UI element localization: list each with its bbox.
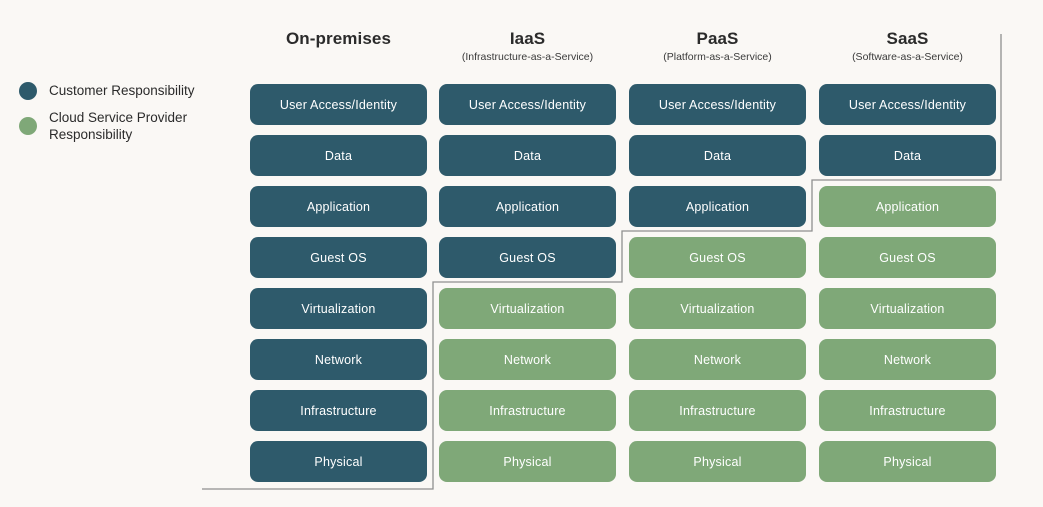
box-user-access-identity: User Access/Identity bbox=[250, 84, 427, 125]
box-virtualization: Virtualization bbox=[629, 288, 806, 329]
box-user-access-identity: User Access/Identity bbox=[819, 84, 996, 125]
column-saas: SaaS (Software-as-a-Service) User Access/I… bbox=[819, 0, 996, 507]
box-infrastructure: Infrastructure bbox=[629, 390, 806, 431]
legend-label-customer: Customer Responsibility bbox=[49, 83, 195, 99]
column-header-saas: SaaS (Software-as-a-Service) bbox=[819, 29, 996, 63]
box-infrastructure: Infrastructure bbox=[250, 390, 427, 431]
box-physical: Physical bbox=[819, 441, 996, 482]
column-iaas: IaaS (Infrastructure-as-a-Service) User Ac… bbox=[439, 0, 616, 507]
box-network: Network bbox=[439, 339, 616, 380]
box-virtualization: Virtualization bbox=[250, 288, 427, 329]
column-title: SaaS bbox=[886, 29, 929, 48]
column-paas: PaaS (Platform-as-a-Service) User Access/I… bbox=[629, 0, 806, 507]
box-data: Data bbox=[629, 135, 806, 176]
box-guest-os: Guest OS bbox=[629, 237, 806, 278]
legend: Customer Responsibility Cloud Service Pr… bbox=[19, 82, 217, 144]
legend-label-provider: Cloud Service Provider Responsibility bbox=[49, 110, 188, 143]
box-network: Network bbox=[250, 339, 427, 380]
box-network: Network bbox=[819, 339, 996, 380]
column-title: On-premises bbox=[285, 29, 392, 48]
column-header-iaas: IaaS (Infrastructure-as-a-Service) bbox=[439, 29, 616, 63]
box-application: Application bbox=[250, 186, 427, 227]
provider-color-dot-icon bbox=[19, 117, 37, 136]
box-data: Data bbox=[250, 135, 427, 176]
box-application: Application bbox=[439, 186, 616, 227]
box-physical: Physical bbox=[439, 441, 616, 482]
customer-color-dot-icon bbox=[19, 82, 37, 100]
box-infrastructure: Infrastructure bbox=[819, 390, 996, 431]
legend-item-provider: Cloud Service Provider Responsibility bbox=[19, 109, 217, 144]
box-application: Application bbox=[629, 186, 806, 227]
box-network: Network bbox=[629, 339, 806, 380]
column-subtitle: (Software-as-a-Service) bbox=[852, 50, 963, 63]
box-physical: Physical bbox=[629, 441, 806, 482]
legend-item-customer: Customer Responsibility bbox=[19, 82, 217, 100]
box-virtualization: Virtualization bbox=[819, 288, 996, 329]
column-title: PaaS bbox=[696, 29, 739, 48]
box-data: Data bbox=[439, 135, 616, 176]
column-header-paas: PaaS (Platform-as-a-Service) bbox=[629, 29, 806, 63]
box-virtualization: Virtualization bbox=[439, 288, 616, 329]
column-subtitle: (Infrastructure-as-a-Service) bbox=[461, 50, 594, 63]
box-infrastructure: Infrastructure bbox=[439, 390, 616, 431]
box-user-access-identity: User Access/Identity bbox=[629, 84, 806, 125]
box-physical: Physical bbox=[250, 441, 427, 482]
column-subtitle: (Platform-as-a-Service) bbox=[663, 50, 772, 63]
box-user-access-identity: User Access/Identity bbox=[439, 84, 616, 125]
box-guest-os: Guest OS bbox=[250, 237, 427, 278]
column-header-on-premises: On-premises bbox=[250, 29, 427, 49]
box-guest-os: Guest OS bbox=[819, 237, 996, 278]
box-data: Data bbox=[819, 135, 996, 176]
box-guest-os: Guest OS bbox=[439, 237, 616, 278]
box-application: Application bbox=[819, 186, 996, 227]
column-title: IaaS bbox=[509, 29, 546, 48]
